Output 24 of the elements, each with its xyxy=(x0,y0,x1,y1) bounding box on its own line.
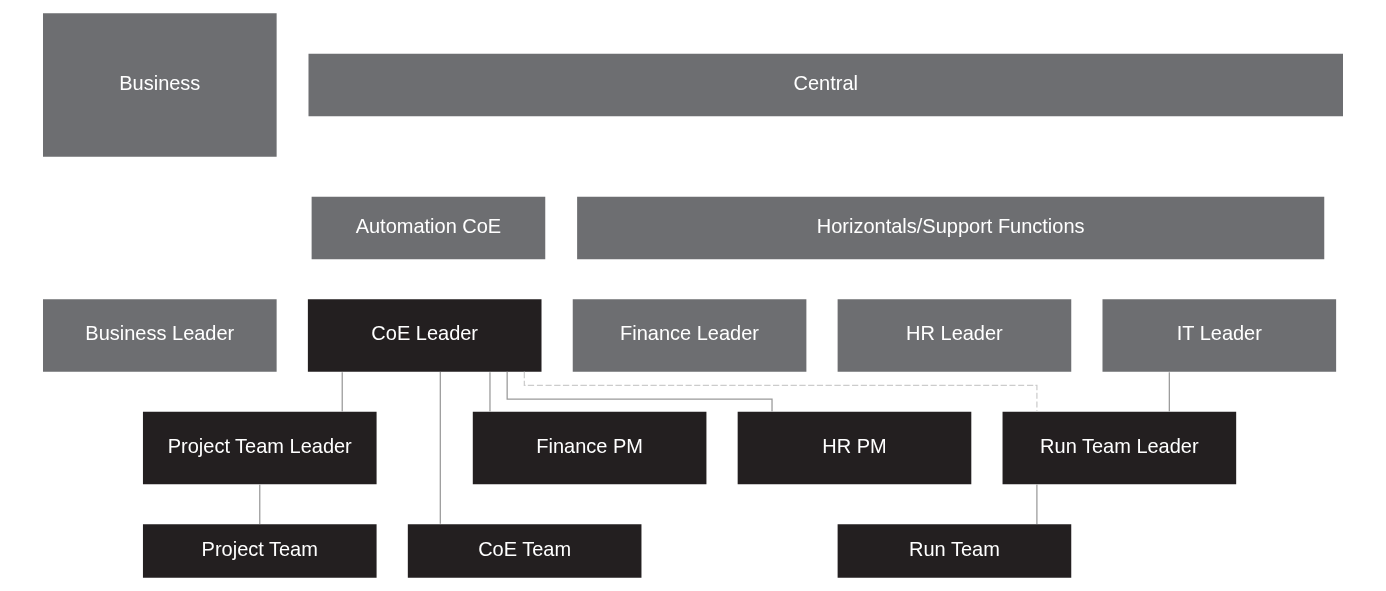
connector xyxy=(341,371,343,413)
node-box: Project Team xyxy=(142,524,377,578)
node-box: CoE Team xyxy=(407,524,642,578)
node-box: Automation CoE xyxy=(311,196,546,260)
connector xyxy=(439,371,441,525)
connector xyxy=(506,371,773,413)
connector xyxy=(523,371,1038,413)
node-box: Business Leader xyxy=(43,299,277,372)
node-box: Finance Leader xyxy=(572,299,807,372)
connector xyxy=(1036,483,1038,525)
node-box: Project Team Leader xyxy=(142,411,377,485)
node-box: HR Leader xyxy=(837,299,1072,372)
node-box: Finance PM xyxy=(472,411,707,485)
connector xyxy=(1168,371,1170,413)
connector xyxy=(489,371,491,413)
node-box: CoE Leader xyxy=(307,299,542,372)
node-box: Central xyxy=(308,53,1343,117)
connector xyxy=(259,483,261,525)
node-box: Run Team xyxy=(837,524,1072,578)
node-box: IT Leader xyxy=(1102,299,1337,372)
node-box: HR PM xyxy=(737,411,972,485)
node-box: Run Team Leader xyxy=(1002,411,1237,485)
node-box: Horizontals/Support Functions xyxy=(577,196,1325,260)
node-box: Business xyxy=(43,13,277,157)
